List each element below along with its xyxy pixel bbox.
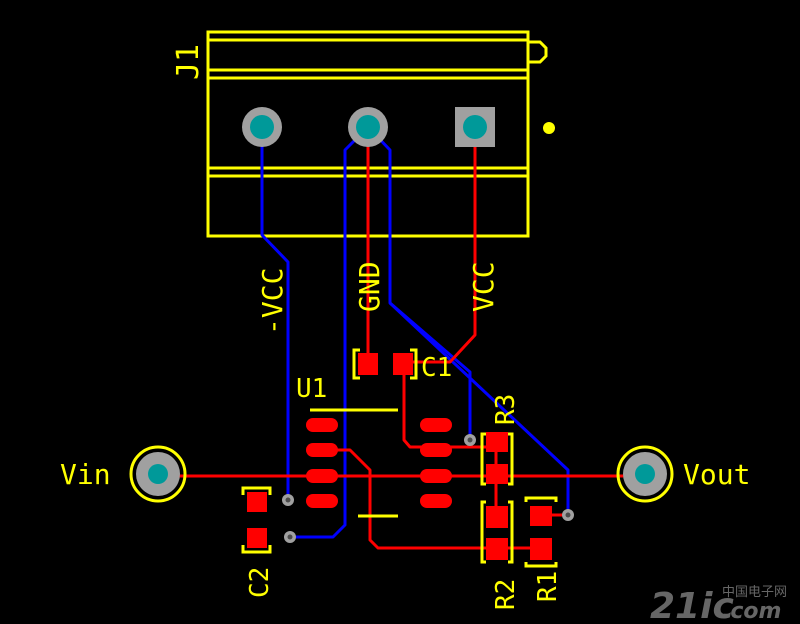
u1-silkscreen: [310, 408, 398, 518]
watermark-brand: 21ic: [650, 586, 734, 624]
watermark-suffix: .com: [722, 599, 781, 624]
label-r1: R1: [533, 571, 563, 602]
label-j1: J1: [171, 44, 206, 80]
pin1-marker-dot: [543, 122, 555, 134]
label-minus-vcc: -VCC: [256, 268, 289, 335]
label-r2: R2: [491, 579, 521, 610]
r2-footprint: [480, 500, 514, 564]
label-c2: C2: [245, 567, 275, 598]
label-vout: Vout: [683, 458, 750, 491]
label-c1: C1: [421, 353, 452, 383]
r1-footprint: [524, 496, 558, 568]
vout-pad: [616, 445, 674, 503]
vias: [282, 434, 574, 543]
label-u1: U1: [296, 374, 327, 404]
vin-pad: [129, 445, 187, 503]
u1-pads: [306, 418, 452, 508]
label-gnd: GND: [353, 261, 386, 312]
j1-pin-vcc: [455, 107, 495, 147]
bottom-layer-traces: [260, 125, 570, 539]
r3-footprint: [480, 432, 514, 486]
label-vin: Vin: [60, 458, 111, 491]
j1-pin-gnd: [348, 107, 388, 147]
label-r3: R3: [491, 394, 521, 425]
label-vcc: VCC: [467, 261, 500, 312]
j1-pin-minus-vcc: [242, 107, 282, 147]
watermark-logo: 21ic 中国电子网 .com: [650, 585, 787, 624]
c2-footprint: [241, 486, 272, 554]
watermark-cn: 中国电子网: [722, 585, 787, 600]
c1-footprint: [352, 348, 418, 380]
